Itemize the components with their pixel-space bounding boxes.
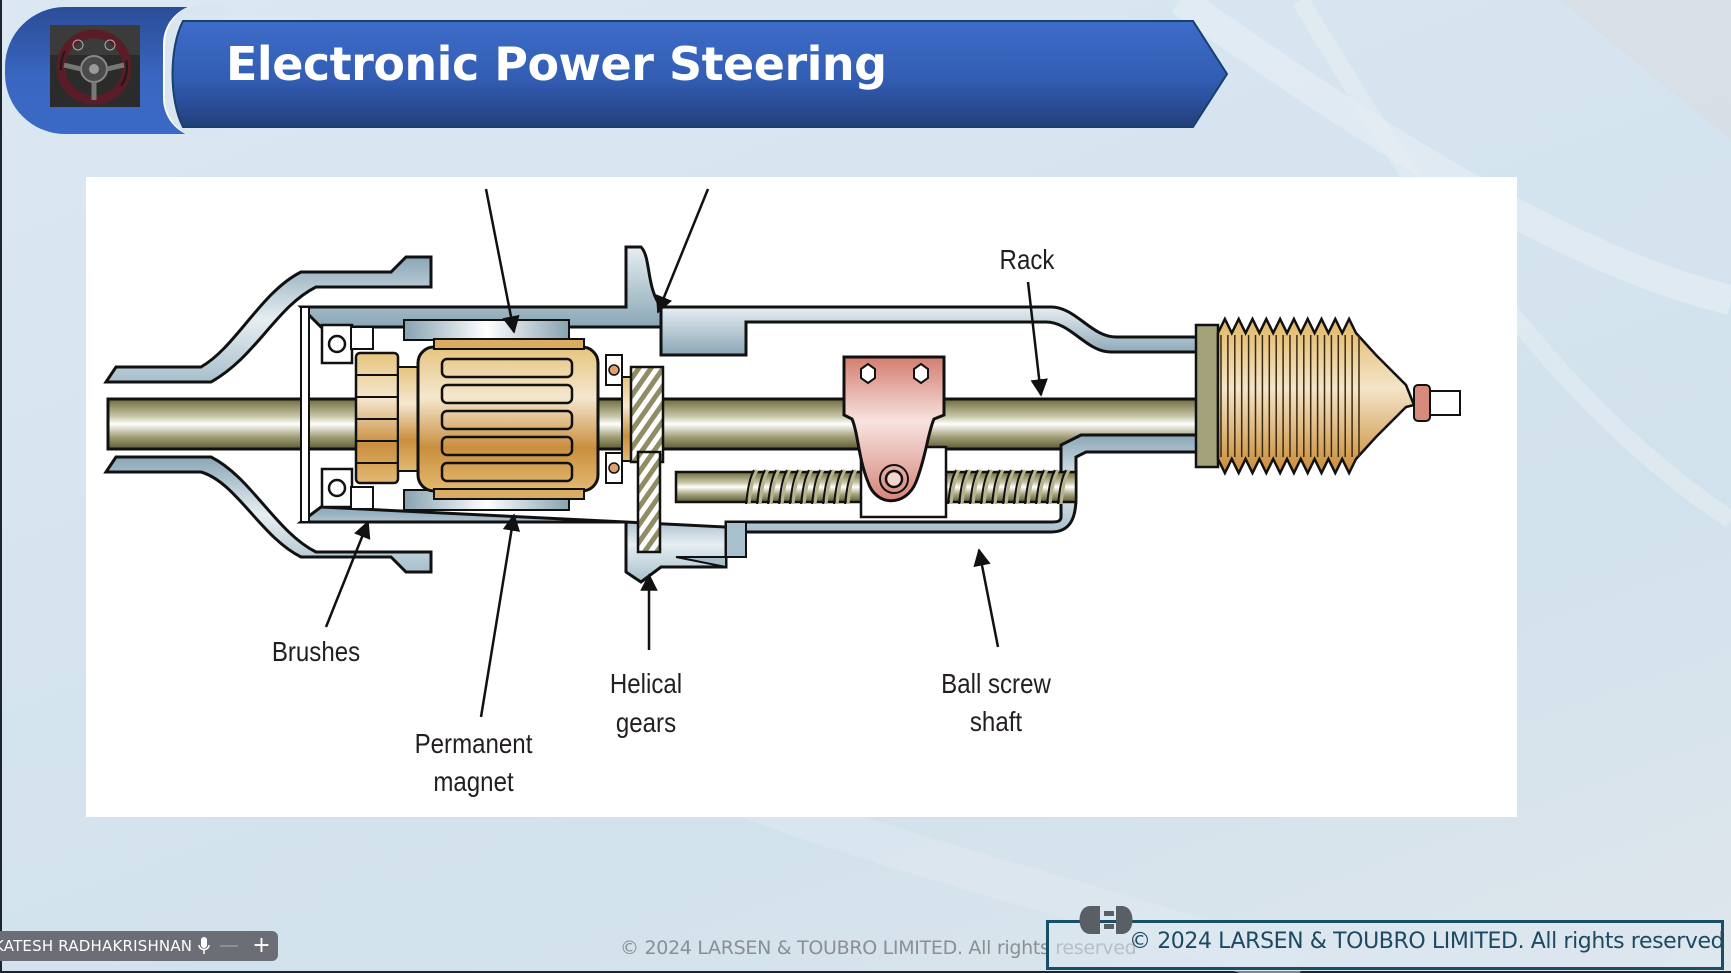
participant-name-bar: KATESH RADHAKRISHNAN + [0,931,278,961]
eps-diagram: Rack Brushes Permanent magnet Helical ge… [86,177,1517,817]
add-icon[interactable]: + [252,933,271,958]
screw-thread [778,469,788,505]
bearing-left [320,323,354,509]
copyright-watermark-text: © 2024 LARSEN & TOUBRO LIMITED. All righ… [1129,929,1725,954]
permanent-magnet-top [403,319,570,341]
screw-thread [1057,469,1067,505]
screw-thread-highlight [747,469,759,505]
screw-thread-highlight [780,469,792,505]
label-ball-screw-line2: shaft [969,706,1023,737]
commutator [354,351,419,485]
screw-thread-highlight [1004,469,1016,505]
window-frame-left [0,0,2,973]
footer-copyright: © 2024 LARSEN & TOUBRO LIMITED. All righ… [620,937,1137,959]
arrow-permanent-magnet [479,513,521,718]
ball-nut [842,355,948,519]
screw-thread [789,469,799,505]
title-banner [171,20,1229,128]
label-ball-screw-line1: Ball screw [941,668,1051,699]
screw-thread [1035,469,1045,505]
screw-thread-highlight [791,469,803,505]
plug-icon [1079,906,1133,934]
screw-thread [969,469,979,505]
arrow-rack [1026,281,1048,397]
screw-thread-highlight [769,469,781,505]
screw-thread [811,469,821,505]
screw-thread [833,469,843,505]
screw-thread-highlight [758,469,770,505]
helical-gears [629,365,665,554]
steering-wheel-thumbnail [50,25,140,107]
screw-thread-highlight [993,469,1005,505]
copyright-watermark-box: © 2024 LARSEN & TOUBRO LIMITED. All righ… [1046,920,1725,970]
steering-wheel-icon [50,25,140,107]
slide-title: Electronic Power Steering [226,37,887,91]
screw-thread-highlight [960,469,972,505]
screw-thread-highlight [1059,469,1071,505]
screw-thread [958,469,968,505]
screw-thread-highlight [1037,469,1049,505]
eps-cutaway-illustration [103,188,1461,718]
arrow-brushes [324,520,371,628]
screw-thread-highlight [824,469,836,505]
label-rack: Rack [999,244,1055,275]
motor-armature [416,338,600,500]
arrow-motor-housing [655,188,710,314]
label-helical-gears-line1: Helical [609,668,683,699]
screw-thread-highlight [813,469,825,505]
screw-thread-highlight [1015,469,1027,505]
screw-thread-highlight [835,469,847,505]
screw-thread-highlight [971,469,983,505]
label-helical-gears-line2: gears [615,707,677,738]
rack-boot [1194,316,1461,476]
screw-thread [822,469,832,505]
leader-arrows [324,188,1048,718]
housing-left [103,255,433,574]
minimize-icon[interactable] [220,945,239,947]
label-permanent-magnet-line1: Permanent [414,728,533,759]
screw-thread [844,469,854,505]
screw-thread [1013,469,1023,505]
screw-thread-highlight [802,469,814,505]
screw-thread-highlight [982,469,994,505]
screw-thread-highlight [1026,469,1038,505]
screw-thread [1002,469,1012,505]
screw-thread [947,469,957,505]
screw-thread-highlight [949,469,961,505]
brushes [350,326,374,510]
arrow-armature [484,188,520,334]
label-brushes: Brushes [271,636,361,667]
screw-thread [745,469,755,505]
screw-thread [991,469,1001,505]
screw-thread [980,469,990,505]
arrow-ball-screw [973,548,1000,648]
screw-thread [800,469,810,505]
microphone-icon[interactable] [198,937,210,955]
screw-thread [756,469,766,505]
participant-name: KATESH RADHAKRISHNAN [0,937,193,955]
screw-thread-highlight [846,469,858,505]
label-permanent-magnet-line2: magnet [433,766,514,797]
screw-thread-highlight [1048,469,1060,505]
screw-thread [1046,469,1056,505]
screw-thread [1024,469,1034,505]
screw-thread [767,469,777,505]
